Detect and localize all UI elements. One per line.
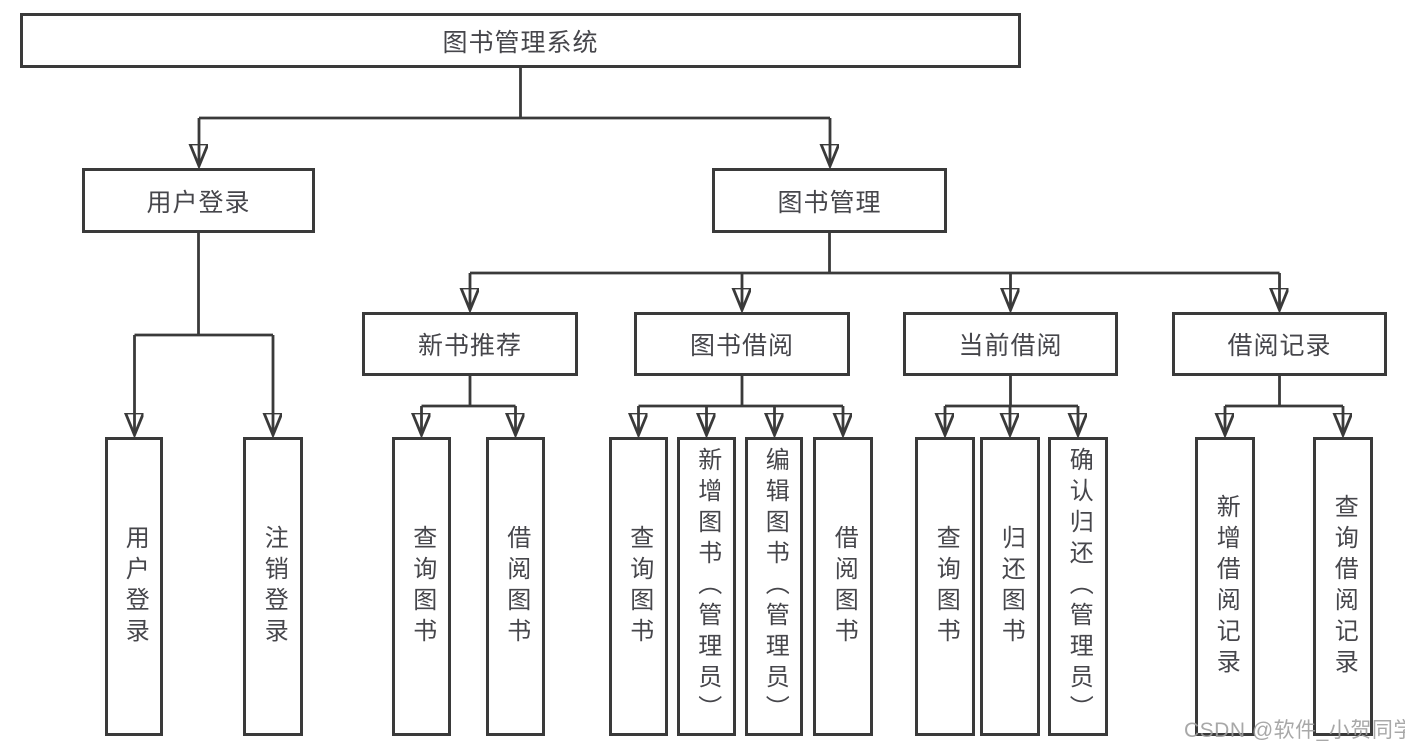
node-root-system: 图书管理系统 xyxy=(20,13,1021,68)
node-borrow-record: 借阅记录 xyxy=(1172,312,1387,376)
leaf-return-book: 归还图书 xyxy=(980,437,1040,736)
node-label: 借阅图书 xyxy=(502,524,530,649)
node-label: 确认归还（管理员） xyxy=(1065,447,1093,726)
node-label: 查询图书 xyxy=(625,524,653,649)
node-label: 新增借阅记录 xyxy=(1212,493,1240,680)
leaf-add-borrow-record: 新增借阅记录 xyxy=(1195,437,1255,736)
connector-borrow-record-to-leaves xyxy=(1225,376,1343,433)
node-book-management: 图书管理 xyxy=(712,168,947,233)
leaf-logout: 注销登录 xyxy=(243,437,303,736)
node-book-borrow: 图书借阅 xyxy=(634,312,850,376)
node-label: 图书管理系统 xyxy=(442,28,599,57)
node-label: 归还图书 xyxy=(997,524,1025,649)
node-label: 当前借阅 xyxy=(958,332,1063,360)
node-new-book-recommend: 新书推荐 xyxy=(362,312,578,376)
node-label: 借阅图书 xyxy=(830,524,858,649)
connector-book-management-to-level3 xyxy=(470,233,1280,308)
node-label: 编辑图书（管理员） xyxy=(761,447,789,726)
node-label: 用户登录 xyxy=(121,524,149,649)
leaf-user-login: 用户登录 xyxy=(105,437,163,736)
connector-user-login-to-leaves xyxy=(135,233,274,433)
leaf-add-book-admin: 新增图书（管理员） xyxy=(677,437,736,736)
connector-current-borrow-to-leaves xyxy=(945,376,1078,433)
leaf-query-books-recommend: 查询图书 xyxy=(392,437,451,736)
node-current-borrow: 当前借阅 xyxy=(903,312,1118,376)
connector-new-book-to-leaves xyxy=(422,376,516,433)
node-label: 新增图书（管理员） xyxy=(693,447,721,726)
connector-root-to-level2 xyxy=(199,68,830,164)
node-label: 查询图书 xyxy=(932,524,960,649)
leaf-query-books-borrow: 查询图书 xyxy=(609,437,668,736)
leaf-query-borrow-record: 查询借阅记录 xyxy=(1313,437,1373,736)
node-label: 用户登录 xyxy=(146,188,251,217)
connector-book-borrow-to-leaves xyxy=(639,376,844,433)
node-label: 新书推荐 xyxy=(417,332,522,360)
node-label: 注销登录 xyxy=(260,524,288,649)
node-user-login: 用户登录 xyxy=(82,168,315,233)
leaf-borrow-books: 借阅图书 xyxy=(813,437,873,736)
leaf-edit-book-admin: 编辑图书（管理员） xyxy=(745,437,803,736)
node-label: 图书管理 xyxy=(777,188,882,217)
node-label: 图书借阅 xyxy=(689,332,794,360)
node-label: 查询图书 xyxy=(408,524,436,649)
leaf-borrow-books-recommend: 借阅图书 xyxy=(486,437,545,736)
csdn-watermark: CSDN @软件_小贺同学 xyxy=(1184,719,1405,742)
leaf-confirm-return-admin: 确认归还（管理员） xyxy=(1048,437,1108,736)
node-label: 查询借阅记录 xyxy=(1330,493,1358,680)
node-label: 借阅记录 xyxy=(1227,332,1332,360)
leaf-query-books-current: 查询图书 xyxy=(915,437,975,736)
